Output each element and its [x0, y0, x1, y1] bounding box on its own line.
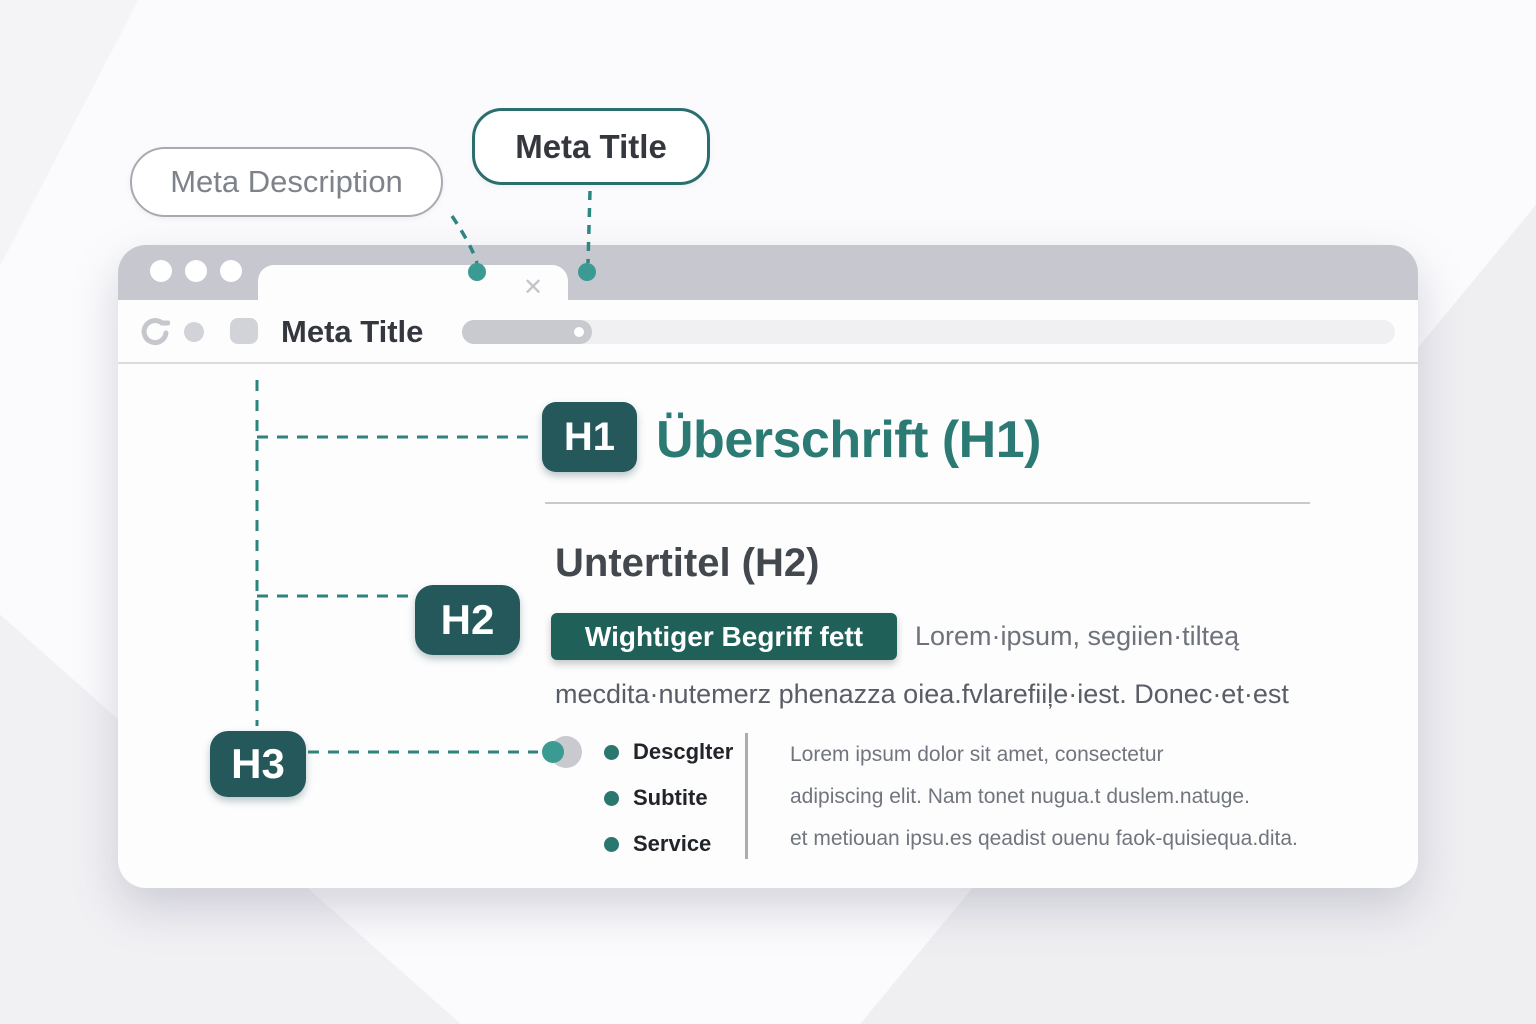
toolbar-circle-icon: [184, 322, 204, 342]
favicon-placeholder-icon: [230, 318, 258, 344]
body-text-line: mecdita·nutemerz phenazza oiea.fvlarefii…: [555, 679, 1289, 709]
list-item-label: Service: [633, 831, 712, 856]
window-dot-icon: [220, 260, 242, 282]
toolbar-divider: [118, 362, 1418, 364]
paragraph-line: adipiscing elit. Nam tonet nugua.t dusle…: [790, 785, 1250, 808]
page-meta-title-text: Meta Title: [281, 314, 424, 349]
inline-body-text: Lorem·ipsum, segiien·tilteą: [915, 621, 1240, 651]
bullet-icon: [604, 836, 619, 852]
heading-divider: [545, 502, 1310, 504]
h2-badge: H2: [415, 585, 520, 655]
bullet-icon: [604, 790, 619, 806]
h2-heading: Untertitel (H2): [555, 541, 820, 585]
paragraph-text: Lorem ipsum dolor sit amet, consectetur …: [790, 734, 1330, 860]
list-item: Service: [604, 831, 711, 857]
paragraph-line: Lorem ipsum dolor sit amet, consectetur: [790, 743, 1164, 766]
window-dot-icon: [185, 260, 207, 282]
back-arrow-icon[interactable]: [138, 316, 170, 348]
meta-title-label: Meta Title: [472, 108, 710, 185]
list-item-label: Descglter: [633, 739, 734, 764]
address-bar[interactable]: [462, 320, 1395, 344]
paragraph-line: et metiouan ipsu.es qeadist ouenu faok-q…: [790, 827, 1298, 850]
bullet-icon: [604, 744, 619, 760]
tab-close-icon[interactable]: ✕: [522, 274, 544, 301]
address-bar-progress: [462, 320, 592, 344]
window-dot-icon: [150, 260, 172, 282]
h1-badge: H1: [542, 402, 637, 472]
list-item: Subtite: [604, 785, 708, 811]
browser-window: ✕ Meta Title H1 Überschrift (H1) Unterti…: [118, 245, 1418, 888]
h3-badge: H3: [210, 731, 306, 797]
address-bar-knob: [574, 327, 584, 337]
list-item-label: Subtite: [633, 785, 708, 810]
meta-description-label: Meta Description: [130, 147, 443, 217]
bold-keyword-highlight: Wightiger Begriff fett: [551, 613, 897, 660]
h1-heading: Überschrift (H1): [656, 411, 1041, 469]
browser-tab[interactable]: [258, 265, 568, 301]
list-item: Descglter: [604, 739, 733, 765]
vertical-divider: [745, 733, 748, 859]
